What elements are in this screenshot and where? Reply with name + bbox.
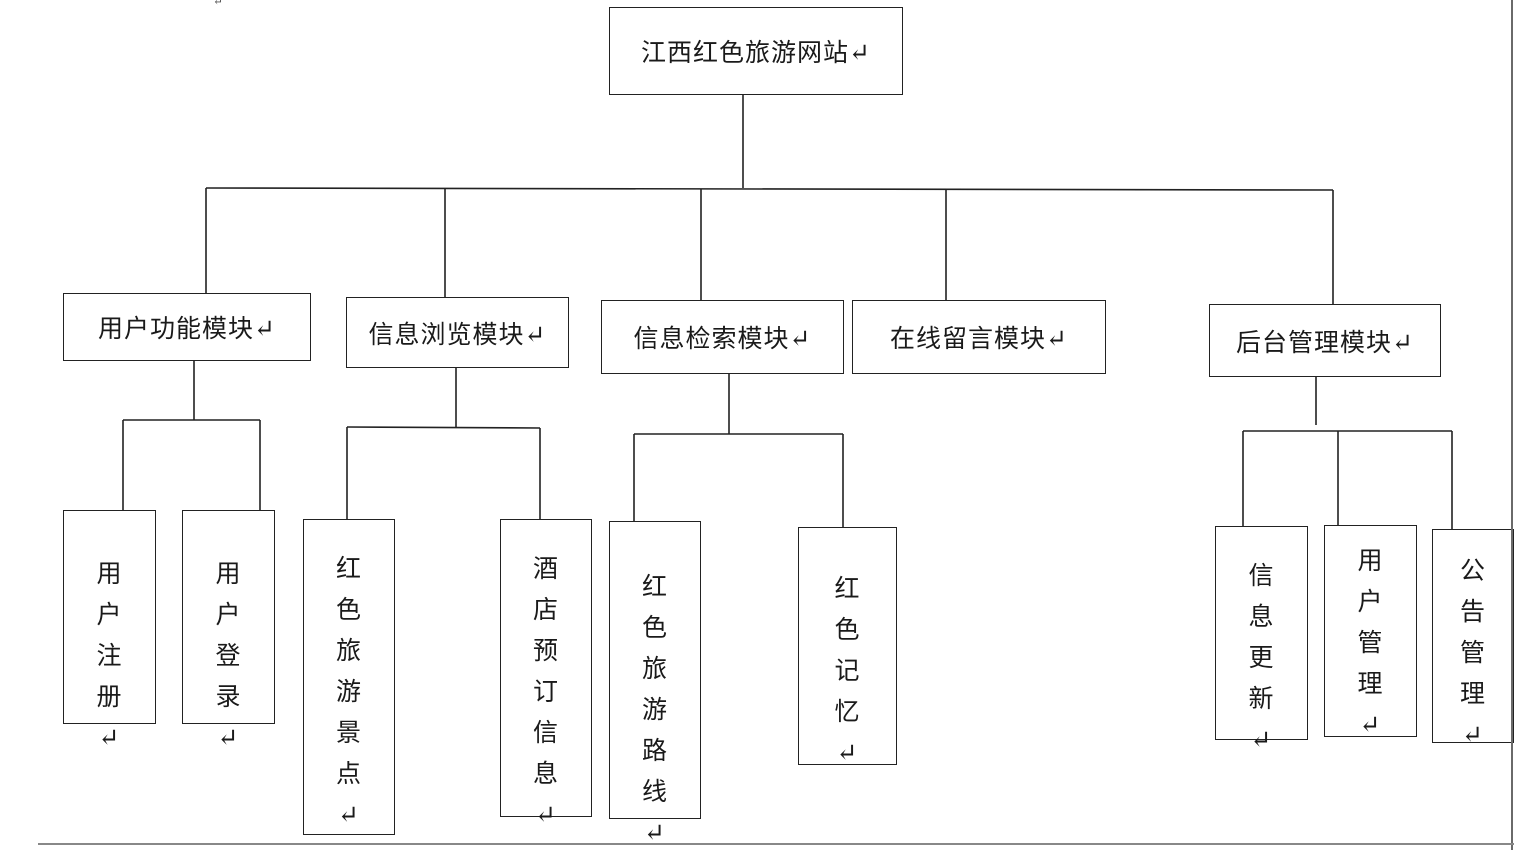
leaf-label: 红色记忆↵ <box>834 574 861 767</box>
leaf-info-update: 信息更新↵ <box>1215 526 1308 754</box>
module-label: 信息浏览模块↵ <box>368 319 547 349</box>
module-info-search: 信息检索模块↵ <box>601 300 844 374</box>
leaf-label: 用户登录↵ <box>215 559 242 752</box>
leaf-label: 用户管理↵ <box>1357 546 1384 739</box>
page-right-edge <box>1511 0 1513 850</box>
leaf-user-management: 用户管理↵ <box>1324 525 1417 739</box>
module-label: 在线留言模块↵ <box>890 324 1068 353</box>
leaf-label: 红色旅游景点↵ <box>335 554 362 829</box>
leaf-red-tourism-spots: 红色旅游景点↵ <box>303 519 395 835</box>
leaf-announcement-management: 公告管理↵ <box>1432 529 1514 749</box>
module-online-message: 在线留言模块↵ <box>852 300 1106 374</box>
leaf-red-memory: 红色记忆↵ <box>798 527 897 767</box>
leaf-red-tourism-routes: 红色旅游路线↵ <box>609 521 701 847</box>
page-bottom-rule <box>38 843 1514 845</box>
module-user-functions: 用户功能模块↵ <box>63 293 311 361</box>
leaf-label: 酒店预订信息↵ <box>532 554 559 829</box>
root-label: 江西红色旅游网站↵ <box>641 38 871 67</box>
module-label: 用户功能模块↵ <box>98 314 276 343</box>
module-label: 信息检索模块↵ <box>633 324 812 353</box>
module-info-browse: 信息浏览模块↵ <box>346 297 569 368</box>
leaf-label: 信息更新↵ <box>1248 561 1275 754</box>
stray-paragraph-mark: ↵ <box>213 0 224 8</box>
module-label: 后台管理模块↵ <box>1236 327 1414 357</box>
leaf-label: 公告管理↵ <box>1459 556 1486 749</box>
leaf-user-login: 用户登录↵ <box>182 510 275 752</box>
leaf-hotel-booking-info: 酒店预订信息↵ <box>500 519 592 829</box>
root-node: 江西红色旅游网站↵ <box>609 7 903 95</box>
module-backend-admin: 后台管理模块↵ <box>1209 304 1441 377</box>
leaf-user-register: 用户注册↵ <box>63 510 156 752</box>
leaf-label: 用户注册↵ <box>96 559 123 752</box>
leaf-label: 红色旅游路线↵ <box>641 572 668 847</box>
